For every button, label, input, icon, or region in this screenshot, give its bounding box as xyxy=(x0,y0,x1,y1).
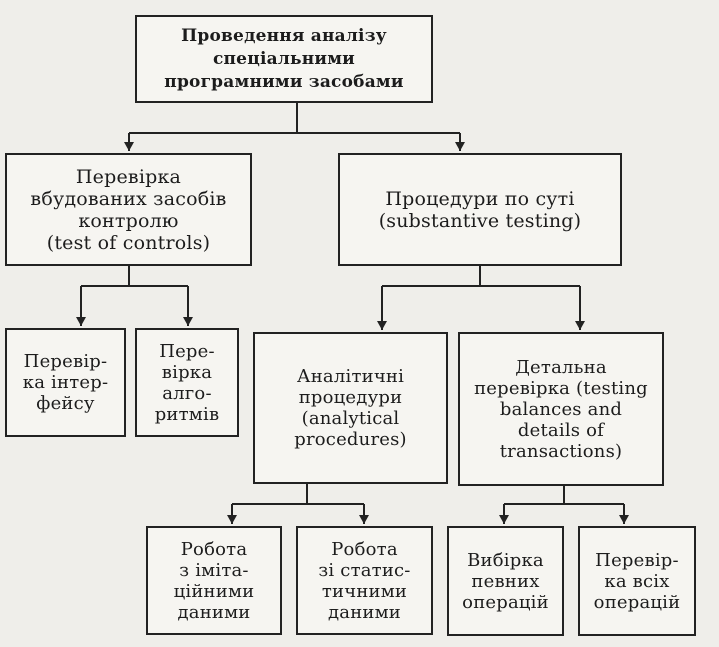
sample-operations-label: Вибірка певних операцій xyxy=(462,549,549,613)
algorithm-check-label: Пере- вірка алго- ритмів xyxy=(154,340,220,425)
simulated-data-label: Робота з іміта- ційними даними xyxy=(173,538,255,623)
statistical-data-node: Робота зі статис- тичними даними xyxy=(296,526,433,635)
analytical-procedures-label: Аналітичні процедури (analytical procedu… xyxy=(294,366,407,450)
substantive-testing-node: Процедури по суті (substantive testing) xyxy=(338,153,622,266)
sample-operations-node: Вибірка певних операцій xyxy=(447,526,564,636)
test-of-controls-label: Перевірка вбудованих засобів контролю (t… xyxy=(30,165,227,254)
simulated-data-node: Робота з іміта- ційними даними xyxy=(146,526,282,635)
all-operations-label: Перевір- ка всіх операцій xyxy=(593,549,681,613)
substantive-testing-label: Процедури по суті (substantive testing) xyxy=(378,187,582,232)
test-of-controls-node: Перевірка вбудованих засобів контролю (t… xyxy=(5,153,252,266)
interface-check-label: Перевір- ка інтер- фейсу xyxy=(22,351,109,414)
algorithm-check-node: Пере- вірка алго- ритмів xyxy=(135,328,239,437)
interface-check-node: Перевір- ка інтер- фейсу xyxy=(5,328,126,437)
analytical-procedures-node: Аналітичні процедури (analytical procedu… xyxy=(253,332,448,484)
all-operations-node: Перевір- ка всіх операцій xyxy=(578,526,696,636)
statistical-data-label: Робота зі статис- тичними даними xyxy=(318,538,411,623)
detailed-testing-label: Детальна перевірка (testing balances and… xyxy=(474,356,648,462)
detailed-testing-node: Детальна перевірка (testing balances and… xyxy=(458,332,664,486)
root-node: Проведення аналізу спеціальними програмн… xyxy=(135,15,433,103)
root-node-label: Проведення аналізу спеціальними програмн… xyxy=(164,25,404,92)
